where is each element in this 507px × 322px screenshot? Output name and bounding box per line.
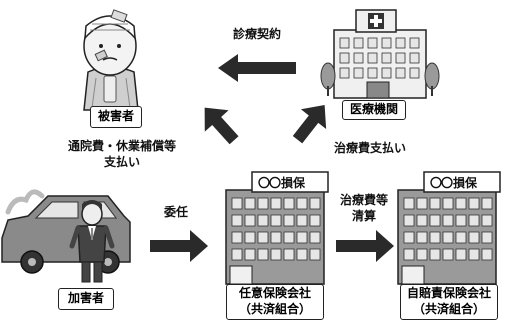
- window: [429, 197, 441, 210]
- window: [455, 197, 467, 210]
- window: [442, 231, 454, 244]
- voluntary-insurer-sign: 〇〇損保: [258, 176, 306, 190]
- window: [244, 197, 256, 210]
- window: [339, 52, 350, 64]
- window: [429, 214, 441, 227]
- window: [309, 214, 321, 227]
- window: [455, 214, 467, 227]
- arrow-commission: [150, 230, 208, 262]
- window: [231, 214, 243, 227]
- compulsory-insurer-building: [397, 171, 501, 285]
- window: [416, 197, 428, 210]
- window: [429, 231, 441, 244]
- window: [283, 197, 295, 210]
- voluntary-insurer-label: 任意保険会社 （共済組合）: [226, 284, 324, 320]
- window: [468, 231, 480, 244]
- window: [481, 197, 493, 210]
- window: [409, 52, 420, 64]
- window: [403, 231, 415, 244]
- victim-label: 被害者: [90, 106, 142, 128]
- window: [403, 214, 415, 227]
- window: [455, 248, 467, 261]
- voluntary-insurer-building: [225, 171, 329, 285]
- window: [283, 248, 295, 261]
- window: [257, 214, 269, 227]
- window: [468, 214, 480, 227]
- treatment-payment-label: 治療費支払い: [334, 141, 407, 155]
- window: [367, 67, 378, 79]
- window: [296, 214, 308, 227]
- window: [481, 214, 493, 227]
- window: [270, 214, 282, 227]
- window: [296, 231, 308, 244]
- window: [403, 248, 415, 261]
- window: [309, 248, 321, 261]
- window: [309, 197, 321, 210]
- window: [442, 197, 454, 210]
- hospital-label: 医療機関: [342, 100, 406, 120]
- window: [367, 52, 378, 64]
- window: [416, 231, 428, 244]
- window: [270, 231, 282, 244]
- arrow-to-victim: [204, 107, 239, 145]
- window: [381, 67, 392, 79]
- window: [468, 197, 480, 210]
- medical-contract-label: 診療契約: [233, 27, 282, 41]
- window: [455, 231, 467, 244]
- accident-car: [1, 189, 131, 274]
- window: [416, 214, 428, 227]
- commission-label: 委任: [164, 205, 189, 219]
- window: [409, 67, 420, 79]
- arrow-settlement: [336, 230, 394, 262]
- window: [231, 248, 243, 261]
- window: [395, 67, 406, 79]
- hospital-building: [320, 9, 440, 99]
- perpetrator-figure: [69, 200, 115, 283]
- window: [381, 37, 392, 49]
- window: [481, 248, 493, 261]
- arrow-medical-contract: [218, 54, 296, 82]
- window: [339, 37, 350, 49]
- window: [429, 248, 441, 261]
- window: [442, 214, 454, 227]
- perpetrator-label: 加害者: [58, 288, 114, 310]
- commute-lost-wages-label: 通院費・休業補償等 支払い: [68, 139, 177, 170]
- window: [270, 197, 282, 210]
- window: [395, 52, 406, 64]
- compulsory-insurer-label: 自賠責保険会社 （共済組合）: [400, 284, 498, 320]
- window: [409, 37, 420, 49]
- victim-figure: [83, 9, 139, 111]
- treatment-settlement-label: 治療費等 清算: [340, 193, 389, 224]
- window: [353, 37, 364, 49]
- window: [296, 248, 308, 261]
- window: [381, 52, 392, 64]
- window: [353, 52, 364, 64]
- window: [481, 231, 493, 244]
- window: [283, 214, 295, 227]
- compulsory-insurer-sign: 〇〇損保: [430, 176, 478, 190]
- window: [244, 231, 256, 244]
- window: [257, 197, 269, 210]
- window: [257, 231, 269, 244]
- window: [244, 248, 256, 261]
- window: [395, 37, 406, 49]
- window: [442, 248, 454, 261]
- window: [416, 248, 428, 261]
- window: [403, 197, 415, 210]
- window: [367, 37, 378, 49]
- window: [353, 67, 364, 79]
- window: [231, 231, 243, 244]
- window: [270, 248, 282, 261]
- window: [283, 231, 295, 244]
- arrow-to-hospital: [292, 104, 327, 144]
- window: [231, 197, 243, 210]
- window: [309, 231, 321, 244]
- window: [296, 197, 308, 210]
- window: [244, 214, 256, 227]
- window: [339, 67, 350, 79]
- window: [468, 248, 480, 261]
- window: [257, 248, 269, 261]
